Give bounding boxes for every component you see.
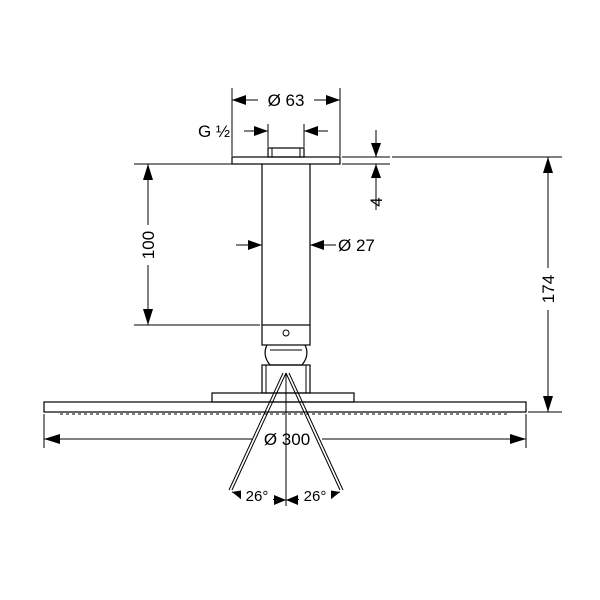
head-diameter-label: Ø 300 bbox=[264, 430, 310, 449]
dim-arm-length: 100 bbox=[134, 163, 260, 326]
arm-diameter-label: Ø 27 bbox=[338, 236, 375, 255]
thread-label: G ½ bbox=[198, 122, 230, 141]
dim-flange-thickness: 4 bbox=[342, 130, 390, 210]
shower-arm bbox=[261, 164, 311, 325]
dim-head-diameter: Ø 300 bbox=[43, 414, 527, 449]
ceiling-flange bbox=[231, 147, 341, 165]
spray-angle-left-label: 26° bbox=[246, 488, 269, 505]
dim-thread: G ½ bbox=[198, 122, 328, 147]
total-height-label: 174 bbox=[539, 275, 558, 303]
dim-flange-diameter: Ø 63 bbox=[231, 88, 341, 156]
spray-angle-right-label: 26° bbox=[304, 488, 327, 505]
dim-total-height: 174 bbox=[392, 156, 562, 413]
spray-angle-cone: 26° 26° bbox=[228, 372, 344, 506]
arm-length-label: 100 bbox=[139, 231, 158, 259]
flange-thickness-label: 4 bbox=[367, 197, 386, 206]
flange-diameter-label: Ø 63 bbox=[268, 91, 305, 110]
dim-arm-diameter: Ø 27 bbox=[236, 236, 375, 255]
shower-head bbox=[43, 392, 527, 415]
